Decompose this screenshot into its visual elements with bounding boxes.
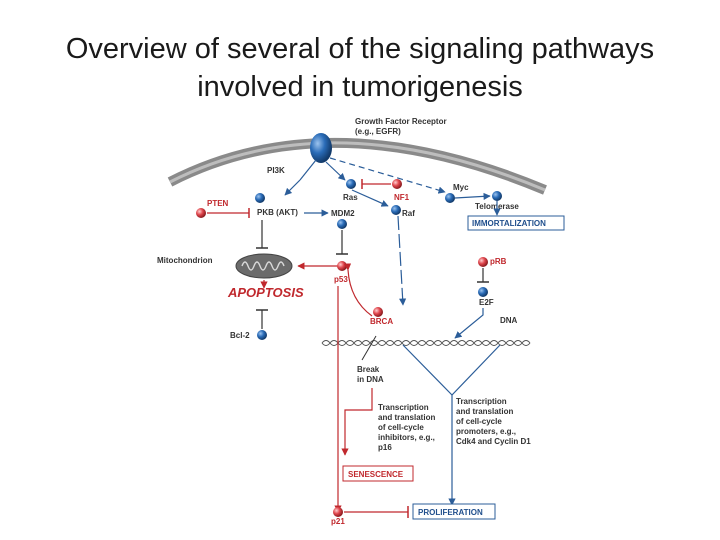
dna-strand-icon: [321, 340, 531, 346]
raf-node-icon: [391, 205, 401, 215]
proliferation-label: PROLIFERATION: [418, 508, 483, 517]
break-label-line2: in DNA: [357, 375, 384, 384]
inhibitors-text-5: p16: [378, 443, 392, 452]
inhibitors-text-4: inhibitors, e.g.,: [378, 433, 435, 442]
inhibitors-to-senescence-arrow: [341, 388, 373, 456]
pten-node-icon: [196, 208, 206, 218]
break-label-line1: Break: [357, 365, 380, 374]
promoters-text-4: promoters, e.g.,: [456, 427, 516, 436]
p21-node-icon: [333, 507, 343, 517]
slide-title: Overview of several of the signaling pat…: [0, 30, 720, 106]
break-pointer: [361, 335, 377, 361]
ras-to-raf-arrow: [351, 189, 389, 207]
cell-membrane: [167, 137, 547, 195]
p53-label: p53: [334, 275, 348, 284]
growth-factor-receptor-icon: [310, 133, 332, 163]
receptor-label-line2: (e.g., EGFR): [355, 127, 401, 136]
p53-node-icon: [337, 261, 347, 271]
nf1-label: NF1: [394, 193, 410, 202]
brca-node-icon: [373, 307, 383, 317]
bcl2-node-icon: [257, 330, 267, 340]
inhibitors-text-1: Transcription: [378, 403, 429, 412]
senescence-label: SENESCENCE: [348, 470, 404, 479]
senescence-box: [342, 465, 414, 482]
receptor-to-pi3k-arrow: [299, 159, 317, 181]
immortalization-box: [467, 215, 565, 231]
bcl2-label: Bcl-2: [230, 331, 250, 340]
inhibitors-text-3: of cell-cycle: [378, 423, 424, 432]
pi3k-label: PI3K: [267, 166, 285, 175]
pten-label: PTEN: [207, 199, 229, 208]
e2f-node-icon: [478, 287, 488, 297]
mdm2-label: MDM2: [331, 209, 355, 218]
mdm2-node-icon: [337, 219, 347, 229]
apoptosis-label: APOPTOSIS: [227, 285, 304, 300]
telomerase-node-icon: [492, 191, 502, 201]
ras-label: Ras: [343, 193, 358, 202]
dna-label: DNA: [500, 316, 518, 325]
pkb-node-icon: [255, 193, 265, 203]
inhibitors-text-2: and translation: [378, 413, 435, 422]
dna-split-right: [451, 344, 501, 396]
promoters-text-1: Transcription: [456, 397, 507, 406]
raf-label: Raf: [402, 209, 415, 218]
brca-p53-arrow: [343, 263, 373, 317]
e2f-to-dna-arrow: [454, 308, 484, 339]
promoters-text-2: and translation: [456, 407, 513, 416]
myc-to-telomerase-arrow: [454, 192, 491, 200]
receptor-label-line1: Growth Factor Receptor: [355, 117, 447, 126]
promoters-text-3: of cell-cycle: [456, 417, 502, 426]
slide-title-line1: Overview of several of the signaling pat…: [65, 33, 655, 65]
ras-node-icon: [346, 179, 356, 189]
proliferation-box: [412, 503, 496, 520]
mitochondrion-label: Mitochondrion: [157, 256, 213, 265]
brca-label: BRCA: [370, 317, 393, 326]
mitochondrion-icon: [235, 253, 293, 279]
myc-label: Myc: [453, 183, 469, 192]
prb-node-icon: [478, 257, 488, 267]
pkb-label: PKB (AKT): [257, 208, 298, 217]
p21-label: p21: [331, 517, 345, 526]
dna-split-left: [402, 344, 453, 396]
nf1-node-icon: [392, 179, 402, 189]
slide-title-line2: involved in tumorigenesis: [197, 71, 523, 103]
promoters-text-5: Cdk4 and Cyclin D1: [456, 437, 531, 446]
raf-down-arrow: [397, 215, 407, 306]
receptor-to-ras-arrow: [325, 161, 346, 181]
e2f-label: E2F: [479, 298, 494, 307]
immortalization-label: IMMORTALIZATION: [472, 219, 546, 228]
myc-node-icon: [445, 193, 455, 203]
prb-label: pRB: [490, 257, 507, 266]
